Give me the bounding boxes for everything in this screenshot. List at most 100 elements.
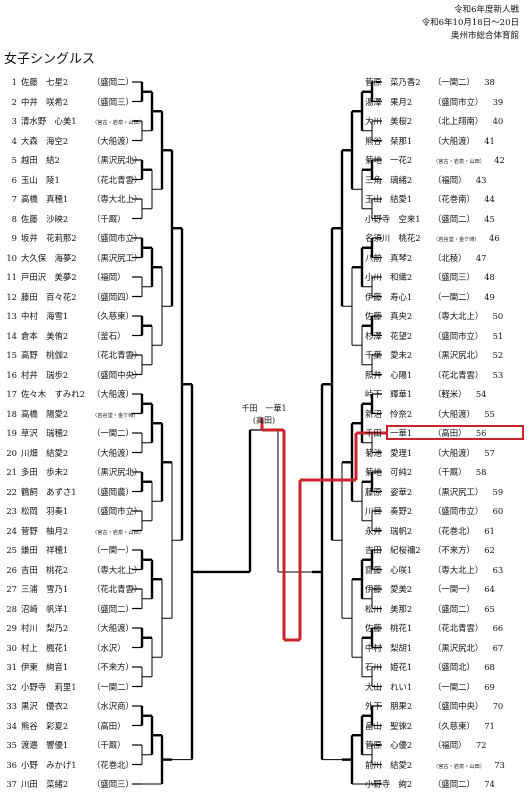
player-school: （大船渡）	[433, 447, 475, 458]
player-school: （福岡）	[433, 174, 467, 185]
player-row: 名須川 桃花2（岩谷堂・金ケ崎）46	[365, 231, 500, 245]
player-school: （黒沢尻北）	[433, 642, 484, 653]
player-school: （一関一）	[433, 584, 475, 594]
player-school: （北上翔南）	[433, 116, 484, 126]
player-name: 石川 姫花1	[365, 662, 413, 672]
player-seed-number: 51	[492, 330, 504, 341]
player-name: 清水野 心美1	[21, 116, 77, 126]
player-school: （花北青雲）	[433, 623, 484, 633]
player-name: 越田 結2	[21, 155, 60, 165]
player-seed-number: 44	[484, 194, 495, 204]
player-name: 熊谷 彩夏2	[21, 720, 69, 731]
player-seed-number: 18	[6, 408, 17, 419]
player-school: （宮古・岩泉・山田）	[433, 763, 485, 770]
player-school: （黒沢尻北）	[92, 155, 143, 165]
player-school: （花北青雲）	[92, 174, 143, 185]
player-row: 菅原 心優2（福岡）72	[365, 738, 487, 752]
player-seed-number: 63	[492, 564, 504, 575]
player-name: 川目 奏野2	[365, 506, 413, 516]
player-seed-number: 5	[11, 155, 17, 165]
winner-highlight-box	[386, 425, 524, 440]
player-seed-number: 16	[6, 369, 17, 380]
player-school: （花巻北）	[92, 759, 134, 770]
player-seed-number: 53	[492, 369, 504, 380]
player-school: （専大北上）	[433, 311, 484, 321]
player-school: （不来方）	[433, 545, 475, 555]
player-row: 照井 心陽1（花北青雲）53	[365, 368, 503, 382]
player-name: 湯澤 果月2	[365, 96, 413, 107]
player-name: 村上 楓花1	[21, 642, 69, 653]
player-school: （花巻南）	[433, 194, 475, 204]
player-school: （高田）	[92, 720, 126, 731]
player-school: （盛岡中央）	[92, 369, 143, 380]
player-row: 峠下 輝華1（軽米）54	[365, 387, 487, 401]
event-header: 令和6年度新人戦 令和6年10月18日～20日 奥州市総合体育館	[422, 4, 519, 43]
player-school: （大船渡）	[92, 623, 134, 633]
player-school: （水沢商）	[92, 701, 134, 711]
player-school: （盛岡四）	[92, 291, 134, 302]
player-name: 玉山 結愛1	[365, 194, 413, 204]
player-seed-number: 37	[6, 779, 17, 789]
player-name: 大山 れい1	[365, 681, 413, 692]
player-school: （一関二）	[92, 428, 134, 438]
player-row: 菊地 一花2（宮古・岩泉・山田）42	[365, 153, 505, 167]
player-seed-number: 57	[484, 447, 495, 458]
player-school: （花北青雲）	[433, 369, 484, 380]
player-name: 伊藤 寿心1	[365, 291, 413, 302]
player-name: 小野寺 絢2	[365, 779, 413, 789]
player-name: 千葉 愛未2	[365, 350, 413, 360]
player-school: （盛岡三）	[433, 272, 475, 282]
player-seed-number: 1	[11, 77, 17, 87]
player-name: 佐藤 七星2	[21, 77, 69, 87]
player-name: 倉本 美侑2	[21, 330, 69, 341]
player-name: 坂井 花莉那2	[21, 233, 77, 243]
player-school: （盛岡市立）	[433, 96, 484, 107]
player-name: 千田 一華1	[365, 428, 413, 438]
player-seed-number: 72	[475, 740, 487, 750]
player-school: （一関二）	[433, 291, 475, 302]
player-name: 佐藤 沙映2	[21, 213, 69, 224]
player-school: （釜石）	[92, 330, 126, 341]
player-name: 吉田 紀桜禰2	[365, 545, 421, 555]
player-seed-number: 40	[492, 116, 504, 126]
player-name: 大川 美桜2	[365, 116, 413, 126]
player-school: （盛岡三）	[92, 96, 134, 107]
player-seed-number: 42	[494, 155, 505, 165]
player-row: 畠山 聖徠2（久慈東）71	[365, 719, 495, 733]
player-school: （専大北上）	[92, 564, 143, 575]
player-seed-number: 71	[484, 720, 495, 731]
player-seed-number: 25	[6, 545, 17, 555]
player-name: 村川 梨乃2	[21, 623, 69, 633]
player-school: （千厩）	[92, 213, 126, 224]
player-school: （盛岡北）	[433, 662, 475, 672]
player-name: 佐藤 真央2	[365, 311, 413, 321]
player-school: （花北青雲）	[92, 584, 143, 594]
player-name: 黒沢 優衣2	[21, 701, 69, 711]
player-school: （盛岡市立）	[433, 506, 484, 516]
player-seed-number: 70	[492, 701, 504, 711]
player-seed-number: 19	[6, 428, 17, 438]
player-name: 佐藤 桃花1	[365, 623, 413, 633]
player-name: 伊藤 愛美2	[365, 584, 413, 594]
player-name: 菊池 愛理1	[365, 447, 413, 458]
player-seed-number: 23	[6, 506, 17, 516]
player-school: （専大北上）	[92, 194, 143, 204]
player-name: 渡邉 響優1	[21, 740, 69, 750]
player-row: 松川 美那2（盛岡二）65	[365, 602, 495, 616]
player-school: （盛岡市立）	[433, 330, 484, 341]
player-school: （水沢）	[92, 642, 126, 653]
player-school: （盛岡農）	[92, 486, 134, 497]
player-name: 中村 海雪1	[21, 311, 69, 321]
player-seed-number: 21	[6, 467, 17, 477]
